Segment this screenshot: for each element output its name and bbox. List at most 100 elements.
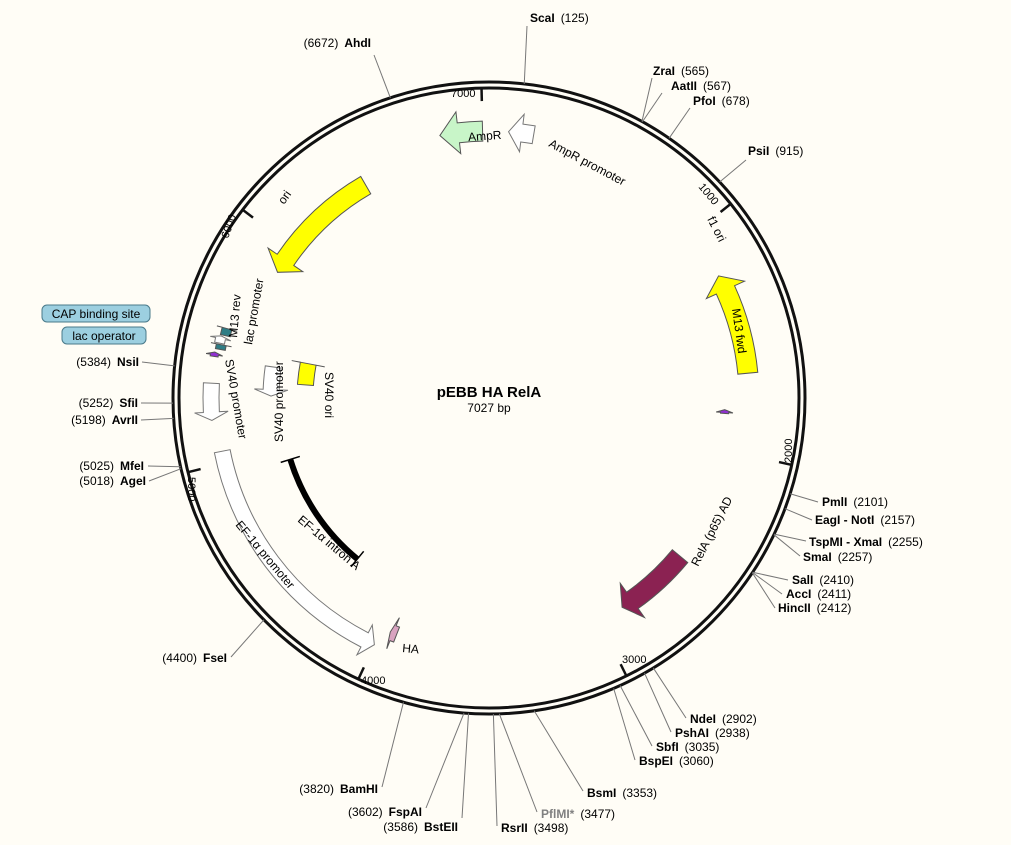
site-pmli: PmlI(2101) bbox=[822, 495, 888, 509]
site-nsii: (5384)NsiI bbox=[76, 355, 139, 369]
feature-label-ampr-promoter: AmpR promoter bbox=[547, 136, 628, 188]
site-acci: AccI(2411) bbox=[786, 587, 851, 601]
site-sali: SalI(2410) bbox=[792, 573, 854, 587]
site-line-bspei bbox=[613, 688, 636, 761]
feature-label-ef1a-promoter: EF-1α promoter bbox=[233, 518, 298, 592]
site-line-aatii bbox=[642, 92, 663, 123]
site-line-pmli bbox=[790, 493, 819, 503]
site-rsrii: RsrII(3498) bbox=[501, 821, 568, 835]
feature-ef-1-promoter bbox=[213, 449, 375, 657]
site-line-psii bbox=[719, 159, 747, 183]
plasmid-name: pEBB HA RelA bbox=[437, 384, 542, 401]
site-line-nsii bbox=[141, 361, 175, 367]
site-aatii: AatII(567) bbox=[671, 79, 731, 93]
site-fsei: (4400)FseI bbox=[162, 651, 227, 665]
feature-ori bbox=[267, 175, 372, 273]
site-fspai: (3602)FspAI bbox=[348, 805, 422, 819]
feature-sv40-promoter-2 bbox=[254, 365, 289, 397]
feature-label-ha: HA bbox=[402, 641, 420, 656]
site-line-sali bbox=[752, 571, 789, 581]
site-smai: SmaI(2257) bbox=[803, 550, 872, 564]
site-pflmi: PflMI*(3477) bbox=[541, 807, 615, 821]
site-line-hincii bbox=[751, 572, 776, 609]
site-pfoi: PfoI(678) bbox=[693, 94, 750, 108]
site-line-fsei bbox=[230, 619, 265, 658]
cap-binding-site-label-box bbox=[41, 304, 151, 323]
feature-rela-p65-ad bbox=[619, 549, 689, 619]
site-bsteii: (3586)BstEII bbox=[383, 820, 458, 834]
feature-sv40-promoter bbox=[194, 382, 229, 421]
feature-lac-promoter bbox=[210, 335, 231, 345]
plasmid-size: 7027 bp bbox=[467, 401, 511, 415]
site-line-sbfi bbox=[619, 685, 653, 747]
site-line-bamhi bbox=[381, 702, 404, 788]
feature-label-sv40-promoter-2: SV40 promoter bbox=[272, 361, 286, 442]
features bbox=[194, 110, 759, 657]
site-line-scai bbox=[523, 25, 528, 84]
site-bsmi: BsmI(3353) bbox=[587, 786, 657, 800]
site-line-tspmi-xmai bbox=[774, 533, 807, 542]
feature-label-m13-fwd: M13 fwd bbox=[729, 307, 749, 354]
feature-f1-ori bbox=[705, 275, 759, 375]
feature-cap-binding-site bbox=[216, 325, 238, 338]
tick-1000 bbox=[719, 203, 731, 213]
backbone-outer bbox=[171, 80, 807, 716]
feature-m13-fwd bbox=[716, 409, 734, 415]
site-labels: ScaI(125) ZraI(565) AatII(567) PfoI(678)… bbox=[501, 11, 923, 835]
site-line-acci bbox=[752, 572, 783, 595]
tick-4000 bbox=[357, 666, 365, 679]
tick-label-2000: 2000 bbox=[783, 439, 795, 463]
site-bspei: BspEI(3060) bbox=[639, 754, 714, 768]
feature-ef-1-intron-a bbox=[287, 458, 360, 562]
site-zrai: ZraI(565) bbox=[653, 64, 709, 78]
feature-label-ampr: AmpR bbox=[468, 128, 503, 144]
site-avrii: (5198)AvrII bbox=[71, 413, 138, 427]
feature-ha bbox=[386, 617, 401, 649]
site-line-ahdi bbox=[373, 54, 391, 98]
tick-label-5000: 5000 bbox=[185, 477, 197, 501]
site-line-eagi-noti bbox=[784, 508, 813, 521]
site-psii: PsiI(915) bbox=[748, 144, 803, 158]
tick-label-7000: 7000 bbox=[451, 88, 475, 100]
site-line-pshai bbox=[644, 672, 672, 733]
site-agei: (5018)AgeI bbox=[79, 474, 146, 488]
feature-ampr-promoter bbox=[507, 112, 536, 154]
tick-label-6000: 6000 bbox=[220, 213, 240, 240]
site-line-zrai bbox=[641, 77, 653, 122]
feature-ef-1-intron-a-cap-1 bbox=[280, 455, 301, 464]
site-scai: ScaI(125) bbox=[530, 11, 589, 25]
lac-operator-label-box bbox=[61, 326, 147, 345]
tick-label-1000: 1000 bbox=[696, 181, 721, 207]
tick-3000 bbox=[619, 663, 628, 676]
site-pshai: PshAI(2938) bbox=[675, 726, 750, 740]
site-line-bsmi bbox=[533, 710, 584, 792]
site-eagi-noti: EagI - NotI(2157) bbox=[815, 513, 915, 527]
site-line-fspai bbox=[425, 712, 465, 809]
site-line-smai bbox=[773, 534, 801, 557]
tick-label-3000: 3000 bbox=[622, 654, 646, 666]
site-leader-lines bbox=[140, 25, 819, 827]
tick-marks bbox=[188, 89, 791, 679]
feature-label-lac-promoter: lac promoter bbox=[241, 277, 266, 345]
site-line-rsrii bbox=[492, 713, 498, 827]
site-line-bsteii bbox=[461, 713, 470, 819]
tick-2000 bbox=[778, 460, 791, 466]
feature-lac-operator bbox=[210, 342, 232, 351]
site-hincii: HincII(2412) bbox=[778, 601, 851, 615]
feature-ampr bbox=[439, 110, 484, 155]
site-line-pfoi bbox=[668, 107, 691, 139]
site-ndei: NdeI(2902) bbox=[690, 712, 757, 726]
site-sbfi: SbfI(3035) bbox=[656, 740, 719, 754]
site-line-pflmi- bbox=[498, 713, 538, 813]
feature-sv40-ori bbox=[291, 360, 325, 386]
cap-binding-site-label: CAP binding site bbox=[52, 307, 141, 321]
site-bamhi: (3820)BamHI bbox=[299, 782, 378, 796]
feature-m13-rev bbox=[206, 351, 223, 358]
feature-label-rela: RelA (p65) AD bbox=[688, 494, 735, 568]
tick-6000 bbox=[242, 209, 254, 219]
tick-5000 bbox=[188, 467, 201, 474]
site-ahdi: (6672)AhdI bbox=[304, 36, 371, 50]
feature-label-sv40-ori: SV40 ori bbox=[322, 372, 336, 418]
lac-operator-label: lac operator bbox=[72, 329, 135, 343]
